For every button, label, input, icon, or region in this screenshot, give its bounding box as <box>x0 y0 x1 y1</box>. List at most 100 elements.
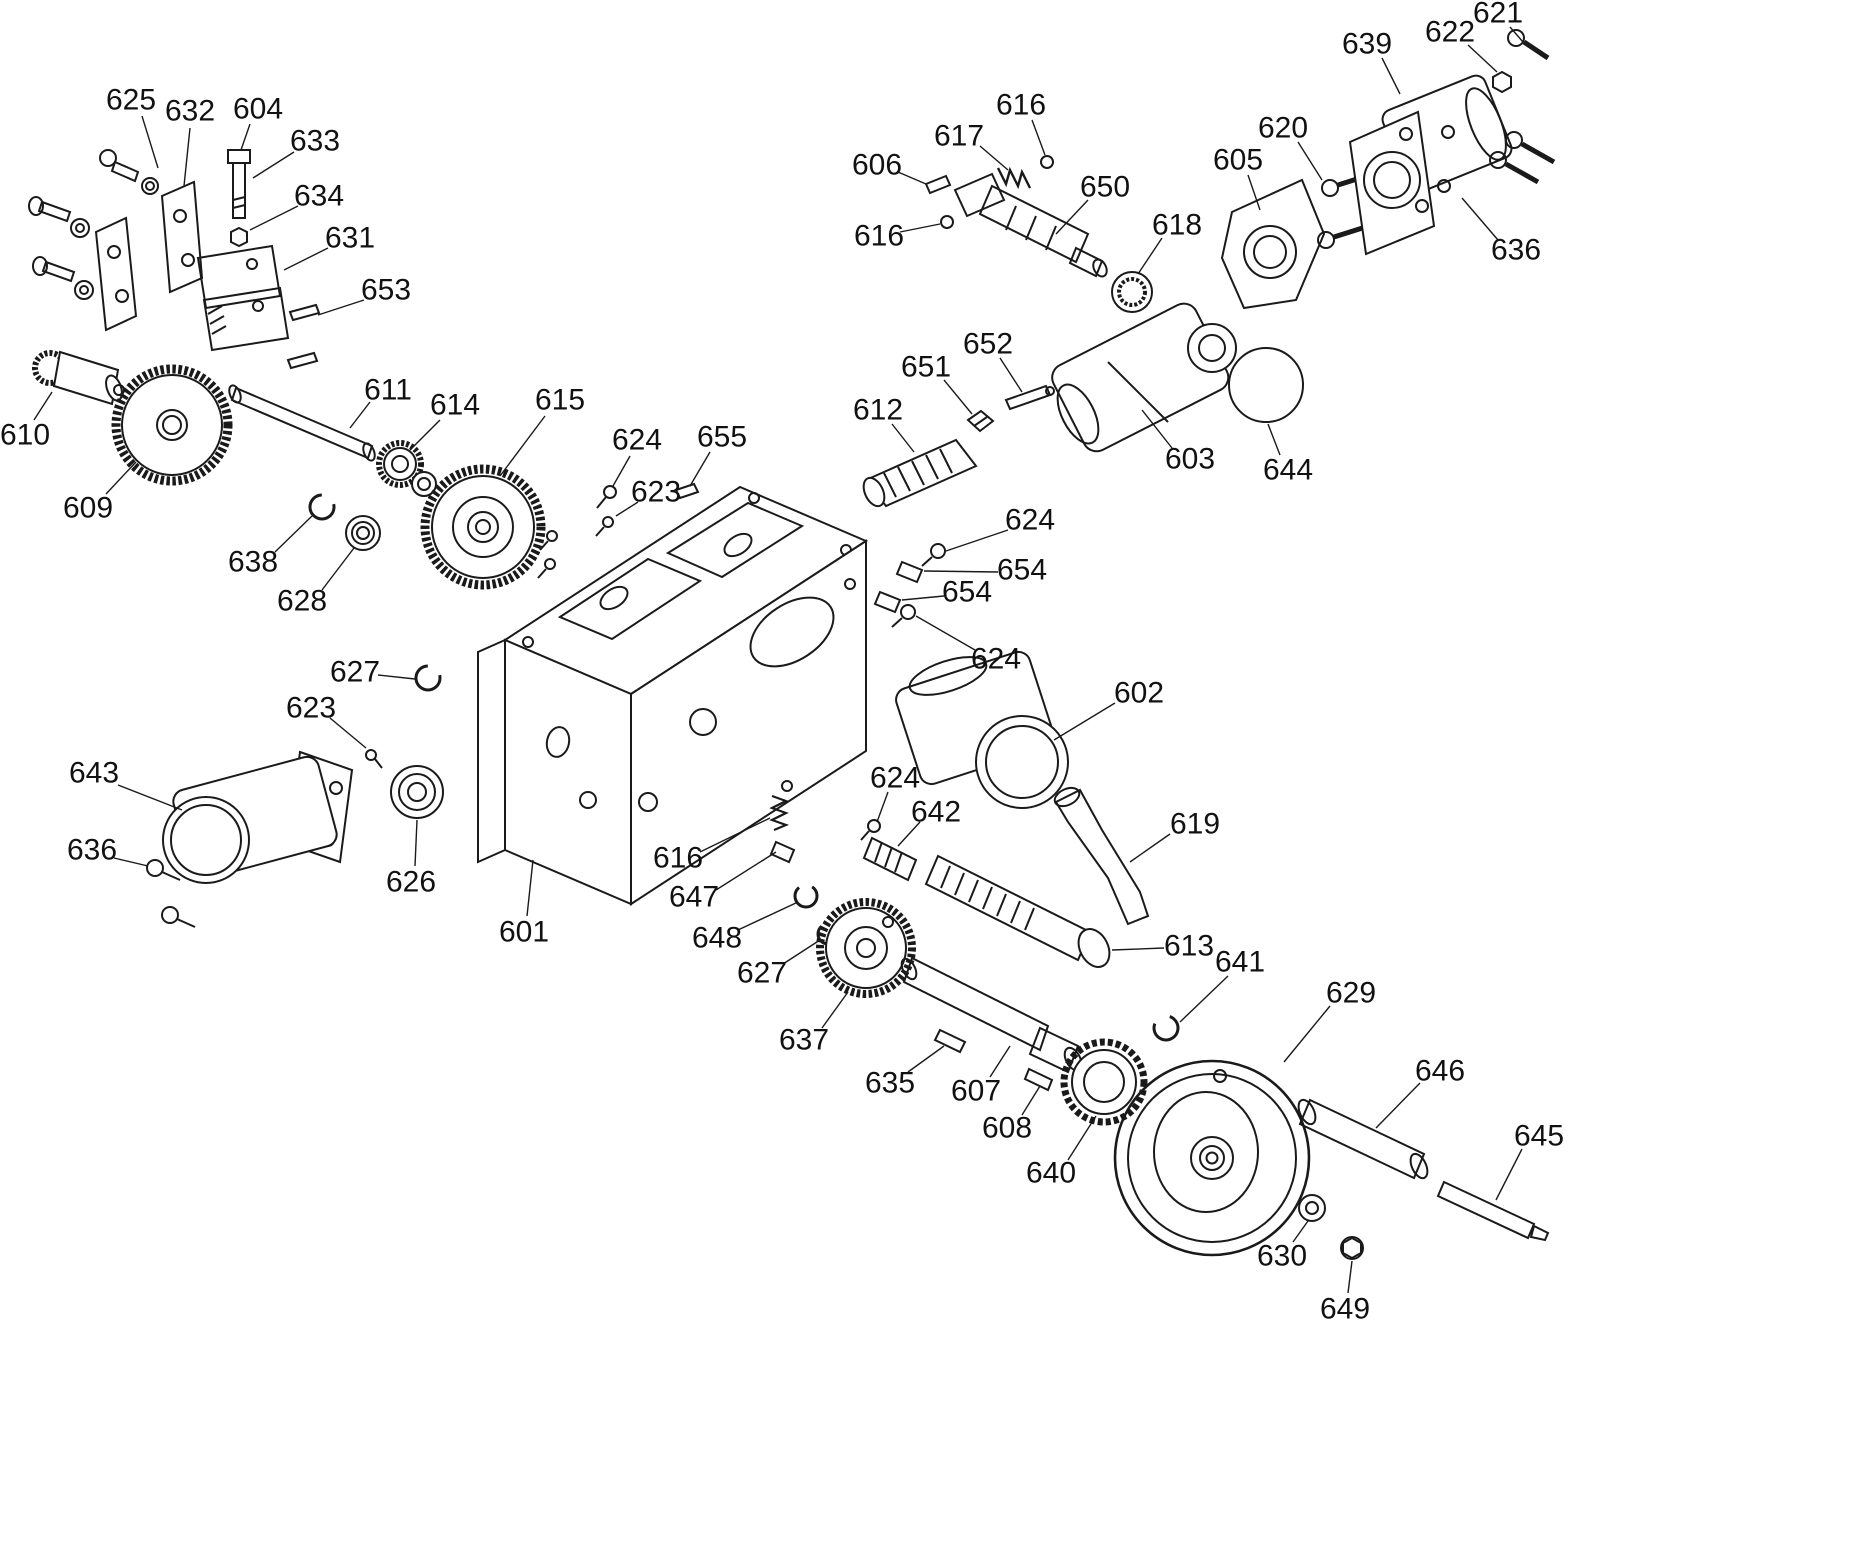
part-615-gear <box>420 464 546 590</box>
part-624-654-screws-right <box>873 543 946 628</box>
part-label-649: 649 <box>1320 1293 1370 1326</box>
leader-line-638 <box>274 515 313 553</box>
part-629-handwheel <box>1113 1059 1311 1257</box>
part-label-630: 630 <box>1257 1240 1307 1273</box>
part-616-balls <box>940 155 1054 229</box>
part-label-646: 646 <box>1415 1055 1465 1088</box>
leader-line-624 <box>945 529 1009 552</box>
part-609-gear <box>111 364 233 486</box>
part-643-bracket-motor <box>162 750 354 884</box>
leader-line-610 <box>33 391 53 421</box>
part-628-bearing <box>345 515 381 551</box>
part-label-638: 638 <box>228 546 278 579</box>
leader-line-624 <box>876 791 889 823</box>
part-641-clip <box>1152 1014 1180 1042</box>
part-label-602: 602 <box>1114 677 1164 710</box>
part-652-pin <box>1004 384 1055 411</box>
part-label-616: 616 <box>854 220 904 253</box>
leader-line-650 <box>1055 199 1089 235</box>
leader-line-649 <box>1347 1260 1353 1294</box>
part-label-627: 627 <box>330 656 380 689</box>
part-634-nut <box>230 226 248 248</box>
part-638-ring <box>308 493 336 521</box>
part-label-608: 608 <box>982 1112 1032 1145</box>
leader-line-627 <box>377 674 416 680</box>
part-label-631: 631 <box>325 222 375 255</box>
leader-line-606 <box>897 171 927 185</box>
part-label-642: 642 <box>911 796 961 829</box>
leader-line-601 <box>526 859 534 917</box>
part-label-632: 632 <box>165 95 215 128</box>
leader-line-608 <box>1021 1085 1041 1116</box>
part-label-624: 624 <box>971 643 1021 676</box>
leader-line-634 <box>249 205 299 231</box>
part-label-655: 655 <box>697 421 747 454</box>
leader-line-654 <box>901 595 945 601</box>
part-631-block <box>196 244 290 352</box>
part-label-624: 624 <box>870 762 920 795</box>
part-613-shaft <box>924 854 1111 968</box>
part-651-block <box>966 409 995 433</box>
leader-line-655 <box>689 451 711 487</box>
part-label-639: 639 <box>1342 28 1392 61</box>
part-648-ring <box>793 883 819 909</box>
part-label-601: 601 <box>499 916 549 949</box>
part-label-654: 654 <box>997 554 1047 587</box>
leader-line-609 <box>105 461 137 495</box>
leader-line-616 <box>899 223 941 233</box>
part-label-643: 643 <box>69 757 119 790</box>
leader-line-626 <box>414 819 418 867</box>
part-label-624: 624 <box>1005 504 1055 537</box>
part-639-cylinder <box>1348 74 1513 256</box>
part-616-spring-bottom <box>769 780 793 832</box>
part-601-housing <box>477 485 869 906</box>
part-label-637: 637 <box>779 1024 829 1057</box>
part-label-645: 645 <box>1514 1120 1564 1153</box>
part-label-618: 618 <box>1152 209 1202 242</box>
part-622-nut <box>1492 70 1512 94</box>
part-635-key <box>933 1028 967 1054</box>
part-630-washer <box>1298 1194 1326 1222</box>
leader-line-602 <box>1053 702 1116 741</box>
leader-line-631 <box>283 247 329 271</box>
leader-line-611 <box>349 401 371 429</box>
part-label-627: 627 <box>737 957 787 990</box>
leader-line-641 <box>1179 975 1229 1023</box>
part-646-shaft <box>1297 1098 1429 1180</box>
part-label-633: 633 <box>290 125 340 158</box>
part-612-worm <box>862 438 978 508</box>
leader-line-637 <box>821 991 849 1029</box>
part-label-606: 606 <box>852 149 902 182</box>
part-label-640: 640 <box>1026 1157 1076 1190</box>
part-label-625: 625 <box>106 84 156 117</box>
leader-line-605 <box>1247 174 1261 211</box>
leader-line-607 <box>989 1045 1011 1078</box>
part-644-ball <box>1228 347 1304 423</box>
part-label-609: 609 <box>63 492 113 525</box>
part-label-614: 614 <box>430 389 480 422</box>
leader-line-625 <box>141 115 159 169</box>
part-636-bolts-right <box>1489 131 1556 185</box>
part-label-634: 634 <box>294 180 344 213</box>
part-625-screws <box>28 149 159 300</box>
part-label-647: 647 <box>669 881 719 914</box>
part-label-603: 603 <box>1165 443 1215 476</box>
leader-line-646 <box>1375 1082 1421 1129</box>
part-label-628: 628 <box>277 585 327 618</box>
leader-line-647 <box>715 851 777 891</box>
part-label-635: 635 <box>865 1067 915 1100</box>
leader-line-651 <box>943 379 973 415</box>
part-label-654: 654 <box>942 576 992 609</box>
part-611-shaft <box>228 384 376 462</box>
part-621-bolt <box>1507 29 1550 61</box>
part-618-ring <box>1111 271 1153 313</box>
part-label-620: 620 <box>1258 112 1308 145</box>
leader-line-623 <box>329 717 367 749</box>
part-label-650: 650 <box>1080 171 1130 204</box>
leader-line-616 <box>699 817 771 853</box>
part-label-610: 610 <box>0 419 50 452</box>
part-627-ring-a <box>414 664 442 692</box>
leader-line-623 <box>615 501 639 517</box>
leader-line-615 <box>499 415 546 477</box>
